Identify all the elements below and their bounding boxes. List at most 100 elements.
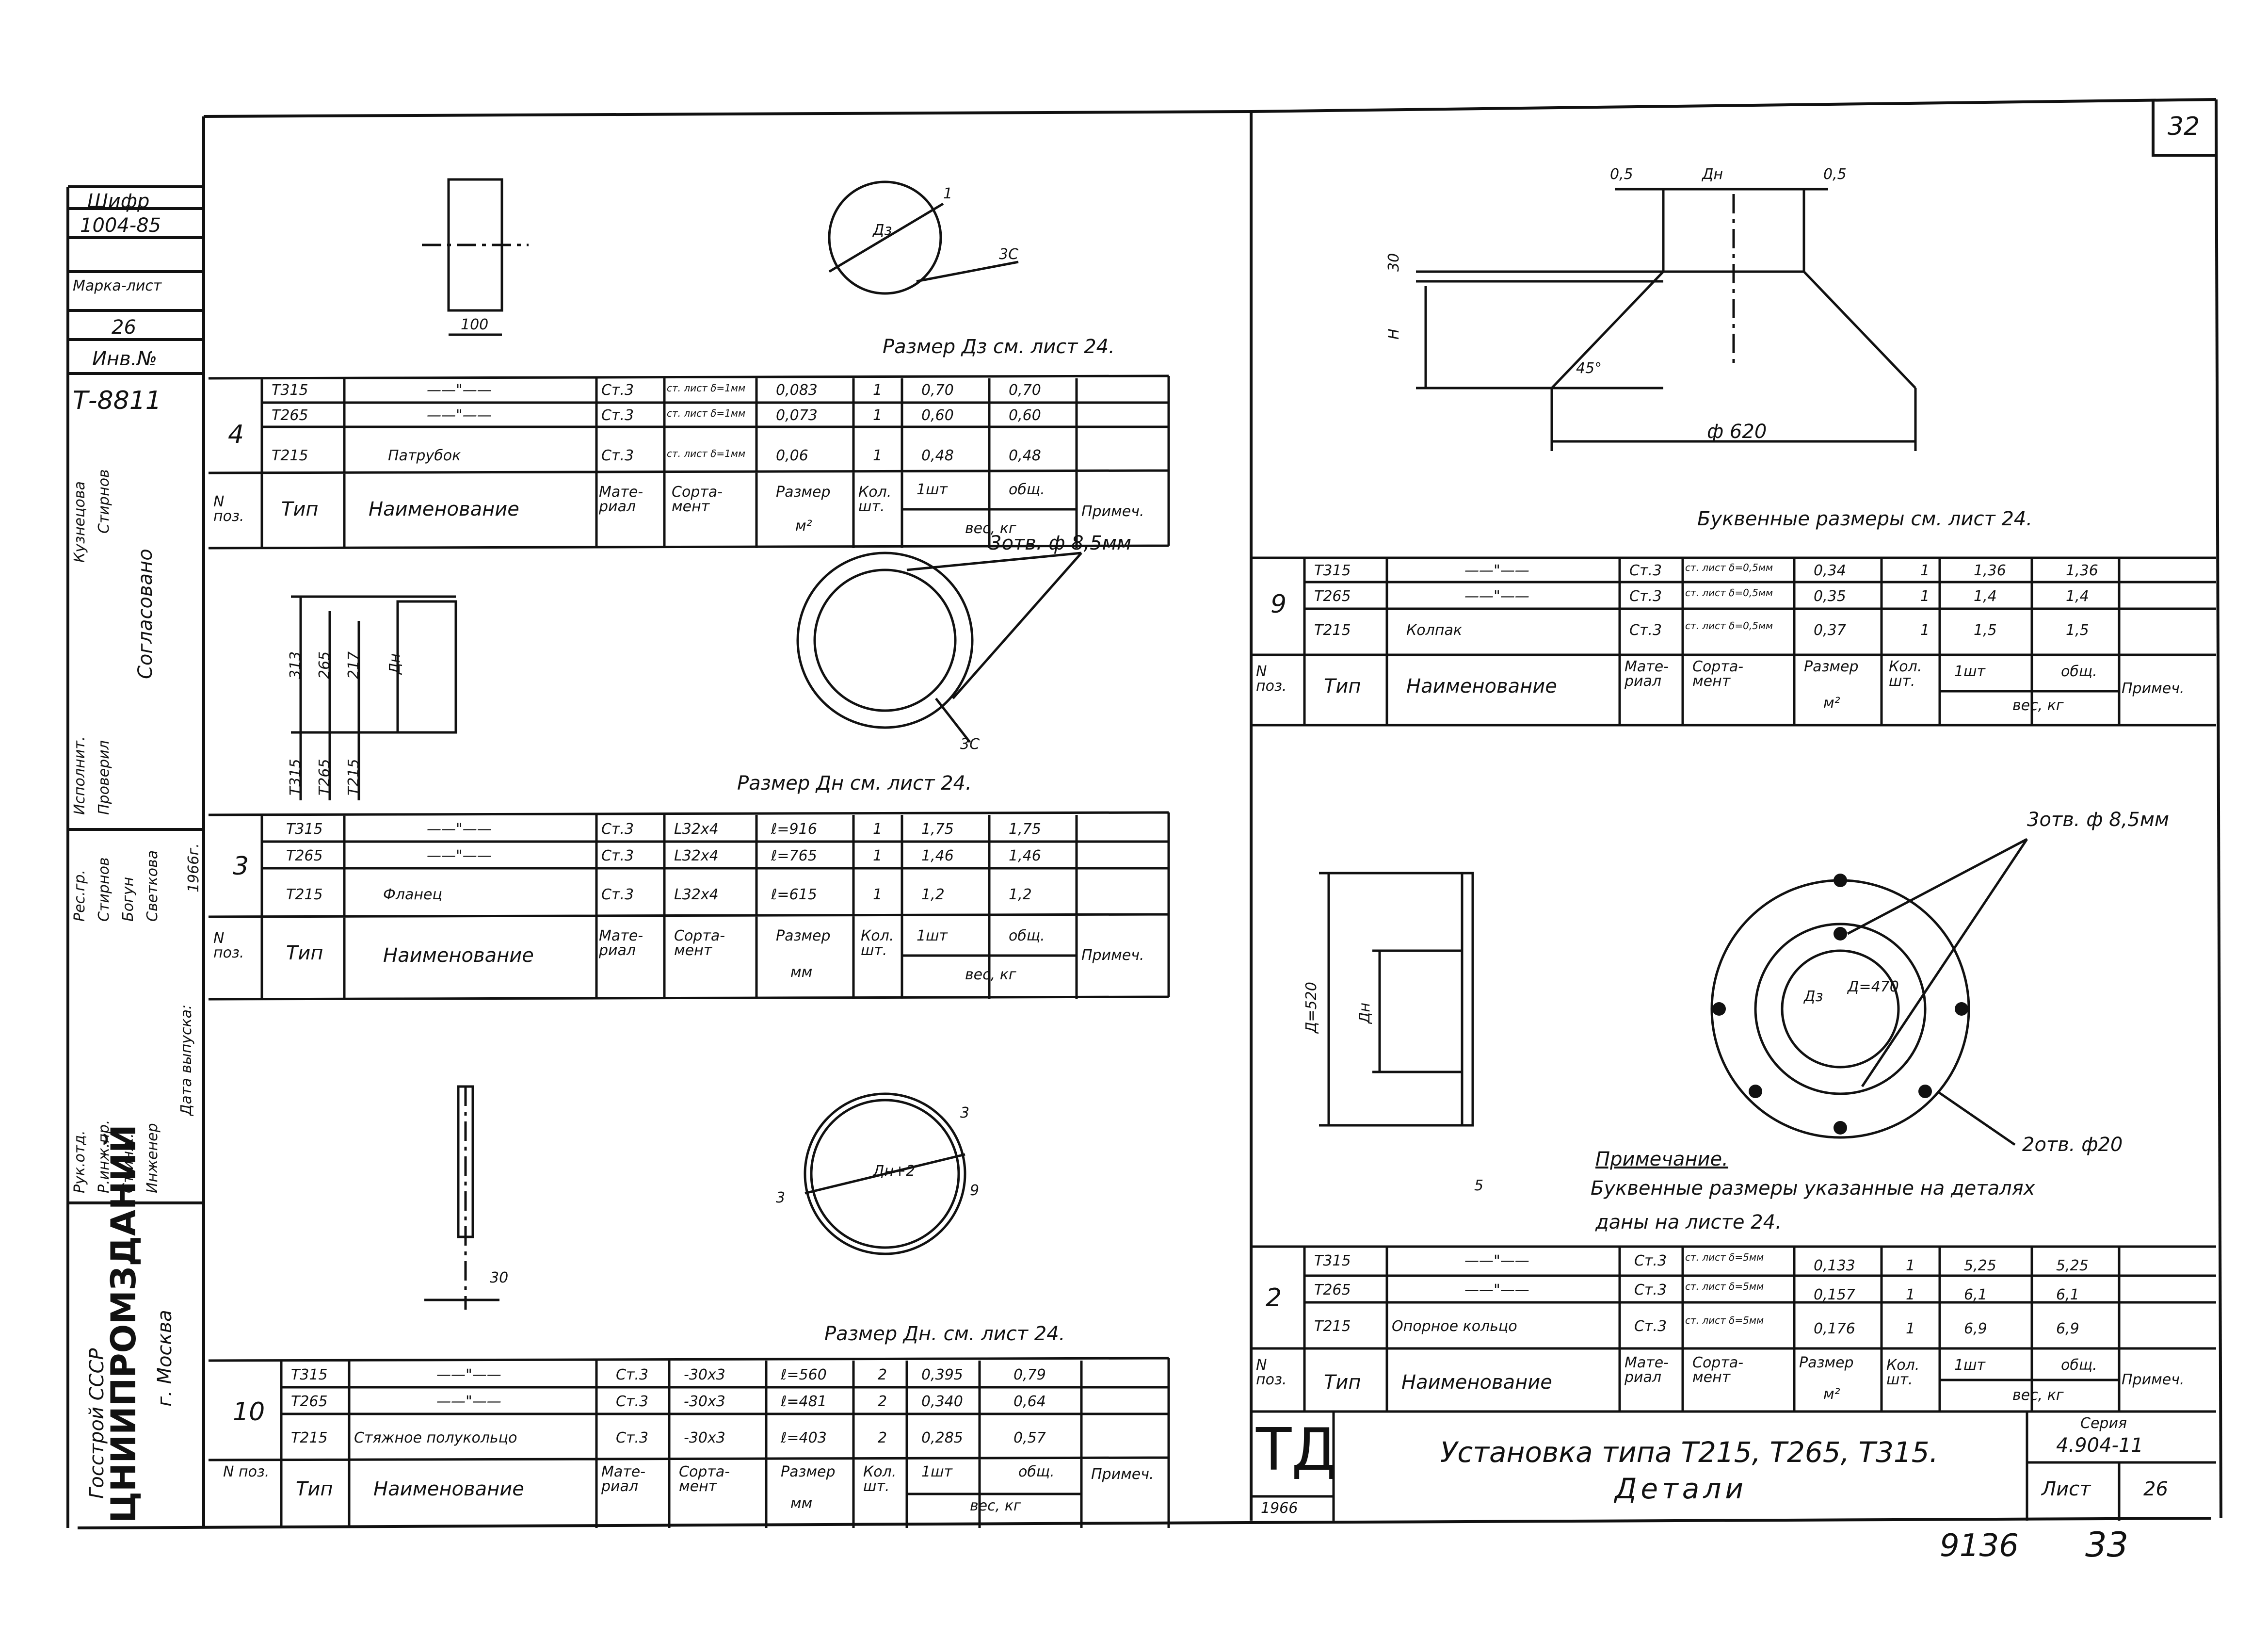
table-2-h-pos: N поз. (1256, 1357, 1287, 1388)
table-9-h-size-unit: м² (1823, 695, 1840, 712)
cap-profile (1551, 189, 1916, 389)
table-10-r1-one: 0,395 (921, 1366, 963, 1383)
table-4-r3-size: 0,06 (776, 447, 808, 464)
table-4-h-weight: вес, кг (965, 520, 1016, 537)
table-10-h-size-unit: мм (790, 1495, 813, 1512)
stamp-approval-8: Богун (120, 876, 137, 922)
table-2-r2-size: 0,157 (1814, 1286, 1855, 1303)
table-10-r1-type: Т315 (291, 1366, 328, 1383)
table-4-h-type: Тип (281, 498, 319, 520)
table-10-r3-size: ℓ=403 (781, 1429, 827, 1446)
table-3-h-qty: Кол. шт. (861, 927, 894, 959)
table-2-pos: 2 (1266, 1283, 1282, 1313)
table-2-r1-one: 5,25 (1964, 1257, 1996, 1274)
table-9-r3-mat: Ст.3 (1629, 622, 1662, 639)
table-3-r2-sort: L32x4 (674, 847, 719, 864)
pipe-caption: Размер Дз см. лист 24. (883, 336, 1115, 358)
stamp-org-line-3: г. Москва (154, 1310, 176, 1407)
table-9-r1-size: 0,34 (1814, 562, 1846, 579)
table-3-r3-qty: 1 (873, 886, 883, 903)
clamp-dia-line (804, 1153, 965, 1195)
table-2-h-weight: вес, кг (2012, 1387, 2064, 1404)
table-4-r2-name: ——"—— (427, 407, 492, 424)
table-9-r1-one: 1,36 (1974, 562, 2006, 579)
table-2-r3-sort: ст. лист δ=5мм (1685, 1314, 1764, 1326)
table-3-r3-mat: Ст.3 (601, 886, 634, 903)
table-9-r1-sort: ст. лист δ=0,5мм (1685, 562, 1773, 573)
stamp-approval-13: Ст.инж. (120, 1133, 137, 1193)
table-2-r2-total: 6,1 (2056, 1286, 2079, 1303)
table-3-r1-one: 1,75 (921, 821, 954, 838)
table-2-r2-sort: ст. лист δ=5мм (1685, 1281, 1764, 1292)
table-4-r3-mat: Ст.3 (601, 447, 634, 464)
cap-dim-45: 45° (1576, 360, 1602, 377)
stamp-mark-value: 26 (112, 316, 136, 339)
table-2-r2-qty: 1 (1906, 1286, 1915, 1303)
series-label: Серия (2080, 1415, 2127, 1432)
table-4-r2-sort: ст. лист δ=1мм (667, 407, 746, 419)
table-4-r3-type: Т215 (272, 447, 308, 464)
table-3-r2-size: ℓ=765 (771, 847, 817, 864)
table-3-r2-one: 1,46 (921, 847, 954, 864)
table-10-r3-type: Т215 (291, 1429, 328, 1446)
table-4-r1-one: 0,70 (921, 382, 954, 399)
support-dim-dn: Дн (1356, 1002, 1373, 1023)
table-4-r1-total: 0,70 (1009, 382, 1041, 399)
flange-dim-217: 217 (345, 651, 362, 679)
table-3-h-mat: Мате-риал (599, 927, 643, 959)
table-9-r2-total: 1,4 (2066, 588, 2089, 605)
table-3-h-sort: Сорта-мент (674, 927, 725, 959)
table-10-r2-mat: Ст.3 (616, 1393, 649, 1410)
bottom-number-right: 33 (2085, 1525, 2129, 1565)
table-9-h-sort: Сорта-мент (1692, 658, 1744, 690)
table-9-r1-total: 1,36 (2066, 562, 2098, 579)
support-hole-7 (1834, 1121, 1847, 1135)
table-3-r2-qty: 1 (873, 847, 883, 864)
support-holes2-label: 2отв. ф20 (2022, 1134, 2123, 1156)
table-4-r2-size: 0,073 (776, 407, 818, 424)
table-9-h-name: Наименование (1406, 675, 1557, 698)
table-10-r3-total: 0,57 (1013, 1429, 1046, 1446)
table-9-grid (1251, 556, 2216, 727)
table-10-r2-qty: 2 (878, 1393, 887, 1410)
table-4-h-pos: N поз. (213, 493, 244, 525)
table-2-r3-name: Опорное кольцо (1392, 1318, 1517, 1335)
table-2-r3-total: 6,9 (2056, 1320, 2079, 1337)
flange-holes-label: 3отв. ф 8,5мм (989, 532, 1132, 554)
series-value: 4.904-11 (2056, 1434, 2143, 1457)
table-9-r2-sort: ст. лист δ=0,5мм (1685, 587, 1773, 599)
table-9-r2-size: 0,35 (1814, 588, 1846, 605)
support-middle (1754, 923, 1927, 1095)
flange-type-t265: Т265 (316, 759, 333, 795)
table-3-r1-name: ——"—— (427, 821, 492, 838)
table-4-r1-sort: ст. лист δ=1мм (667, 382, 746, 394)
table-4-r3-sort: ст. лист δ=1мм (667, 448, 746, 459)
table-3-h-one: 1шт (917, 927, 948, 944)
table-9-r3-one: 1,5 (1974, 622, 1997, 639)
table-10-r1-sort: -30x3 (684, 1366, 725, 1383)
flange-caption: Размер Дн см. лист 24. (737, 772, 972, 795)
flange-seam-leader (935, 698, 971, 743)
table-10-h-note: Примеч. (1091, 1466, 1154, 1483)
table-10-h-pos: N поз. (223, 1463, 270, 1480)
stamp-approval-4: Проверил (96, 740, 113, 815)
table-4-h-one: 1шт (917, 481, 948, 498)
table-10-r3-qty: 2 (878, 1429, 887, 1446)
stamp-frame (66, 185, 204, 1528)
cap-dim-h: Н (1385, 328, 1402, 340)
flange-side-view (396, 600, 457, 734)
flange-seam-label: 3С (960, 736, 980, 753)
table-9-h-mat: Мате-риал (1625, 658, 1669, 690)
flange-dim-313: 313 (287, 651, 304, 679)
table-2-r3-qty: 1 (1906, 1320, 1915, 1337)
stamp-approval-3: Исполнит. (71, 736, 88, 815)
cap-dim-620: ф 620 (1707, 421, 1767, 443)
table-9-h-qty: Кол. шт. (1889, 658, 1922, 690)
table-4-h-name: Наименование (369, 498, 519, 520)
table-2-r3-mat: Ст.3 (1634, 1318, 1667, 1335)
ring-dim-3a: 3 (960, 1104, 970, 1121)
table-2-r1-mat: Ст.3 (1634, 1252, 1667, 1269)
cap-dim-05a: 0,5 (1610, 166, 1633, 183)
table-2-h-sort: Сорта-мент (1692, 1354, 1744, 1386)
table-10-grid (208, 1357, 1170, 1528)
